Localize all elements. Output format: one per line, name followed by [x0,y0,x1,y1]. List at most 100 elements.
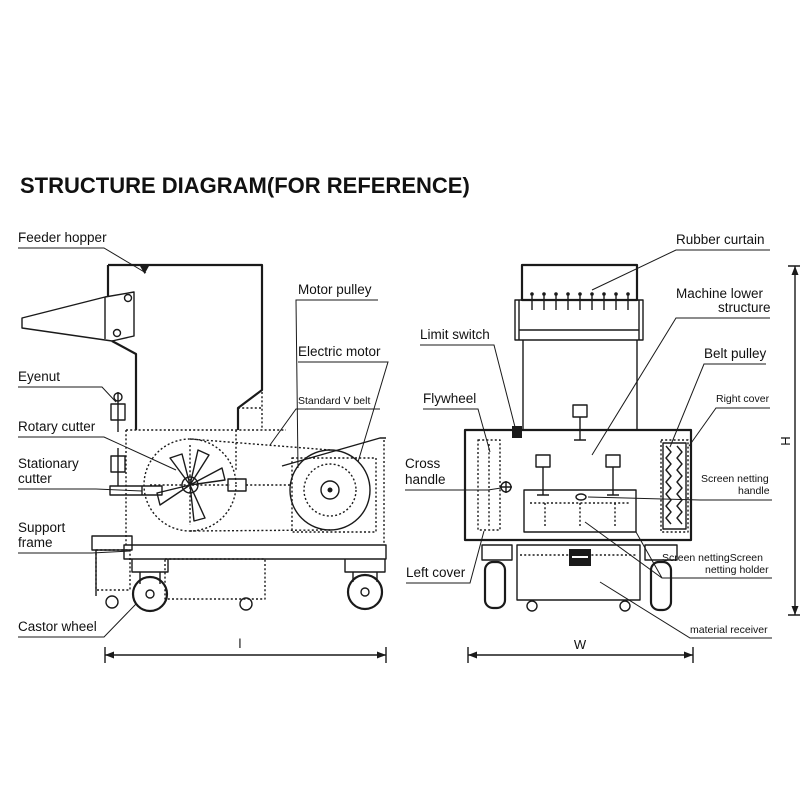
height-dimension-line [788,265,800,616]
leader-screen-netting-holder [584,521,772,579]
label-motor-pulley: Motor pulley [298,282,372,297]
curtain-pin-head [614,292,618,296]
curtain-pin-head [626,292,630,296]
length-dimension-label: l [239,636,242,651]
cross-handle [500,481,512,493]
castor-wheel [346,573,384,611]
dimension-arrow [377,651,386,659]
label-cross-handle-line2: handle [405,472,446,487]
label-rotary-cutter: Rotary cutter [18,419,96,434]
castor-wheel [649,560,673,612]
label-machine-lower-structure-line2: structure [718,300,771,315]
label-rubber-curtain: Rubber curtain [676,232,765,247]
label-electric-motor: Electric motor [298,344,381,359]
leader-left-cover [406,530,485,584]
label-support-frame-line2: frame [18,535,53,550]
screen-netting-holder [523,489,637,533]
curtain-frame-inner [518,300,640,340]
motor-pulley-groove [303,463,357,517]
receiver-wheel [239,597,253,611]
width-dimension: W [467,637,694,663]
label-limit-switch: Limit switch [420,327,490,342]
eyenut-ring [113,392,123,402]
curtain-pin-head [542,292,546,296]
label-stationary-cutter-line2: cutter [18,471,52,486]
cross-handle-arms [500,481,512,493]
machine-body [125,429,385,545]
support-frame [91,535,133,609]
label-material-receiver: material receiver [690,624,768,636]
screen-handle-right [605,454,621,496]
limit-switch [512,426,522,438]
leader-castor-wheel [18,603,137,638]
label-eyenut: Eyenut [18,369,60,384]
label-support-frame-line1: Support [18,520,66,535]
curtain-pin-head [590,292,594,296]
curtain-pin-head [578,292,582,296]
castor-bracket [481,544,513,561]
support-frame-plate [91,535,133,551]
handle-knob [572,404,588,418]
label-screen-netting-holder-line2: netting holder [705,564,769,576]
leader-support-frame [18,550,131,554]
dimension-arrow [105,651,114,659]
castor-wheel [483,560,507,610]
screen-handle-left [535,454,551,496]
eyenut [110,392,126,432]
label-stationary-cutter-line1: Stationary [18,456,79,471]
leader-right-cover [688,407,770,447]
support-frame-wheel [105,595,119,609]
motor-pulley-center [327,487,333,493]
rubber-curtain [530,292,630,310]
leader-electric-motor [298,361,389,463]
label-castor-wheel: Castor wheel [18,619,97,634]
feed-column [522,340,638,430]
label-belt-pulley: Belt pulley [704,346,767,361]
height-dimension: H [778,265,800,616]
rotary-cutter-blades [156,449,226,522]
castor-wheel-left [131,559,169,613]
curtain-pin-head [566,292,570,296]
label-screen-netting-holder-line1: Screen nettingScreen [662,552,763,564]
label-left-cover: Left cover [406,565,466,580]
castor-wheel-right [344,559,386,611]
leader-screen-netting-handle [587,496,772,501]
dimension-arrow [684,651,693,659]
eyenut-block [110,403,126,421]
shaft-bearing [227,478,247,492]
receiver-foot-left [526,600,538,612]
curtain-pin-head [530,292,534,296]
castor-wheel [131,575,169,613]
leader-standard-v-belt [269,408,380,446]
label-screen-netting-handle-line2: handle [738,485,770,497]
label-screen-netting-handle-line1: Screen netting [701,473,769,485]
label-right-cover: Right cover [716,393,770,405]
castor-bracket [644,544,678,561]
material-receiver [516,544,641,601]
electric-motor [291,457,377,533]
top-handle [572,404,588,441]
left-cover [477,439,501,531]
right-cover [660,439,689,533]
castor-bracket [131,559,169,584]
leader-rotary-cutter [18,436,177,471]
front-view: W H Rubber curtain Machine lower structu… [405,232,800,663]
front-castor-right [644,544,678,612]
leader-machine-lower-structure [591,317,770,456]
dimension-arrow [468,651,477,659]
adjuster-block [110,455,126,473]
handle-stem [537,467,549,496]
castor-hub [360,587,370,597]
label-machine-lower-structure-line1: Machine lower [676,286,764,301]
stationary-cutter [109,485,163,496]
height-dimension-label: H [778,436,793,445]
leader-stationary-cutter [18,488,143,492]
length-dimension-line [104,647,387,663]
support-frame-box [95,549,131,591]
curtain-pin-head [602,292,606,296]
leader-eyenut [18,386,117,403]
castor-hub [145,589,155,599]
rotary-cutter [143,438,237,532]
screen-netting [530,502,630,526]
